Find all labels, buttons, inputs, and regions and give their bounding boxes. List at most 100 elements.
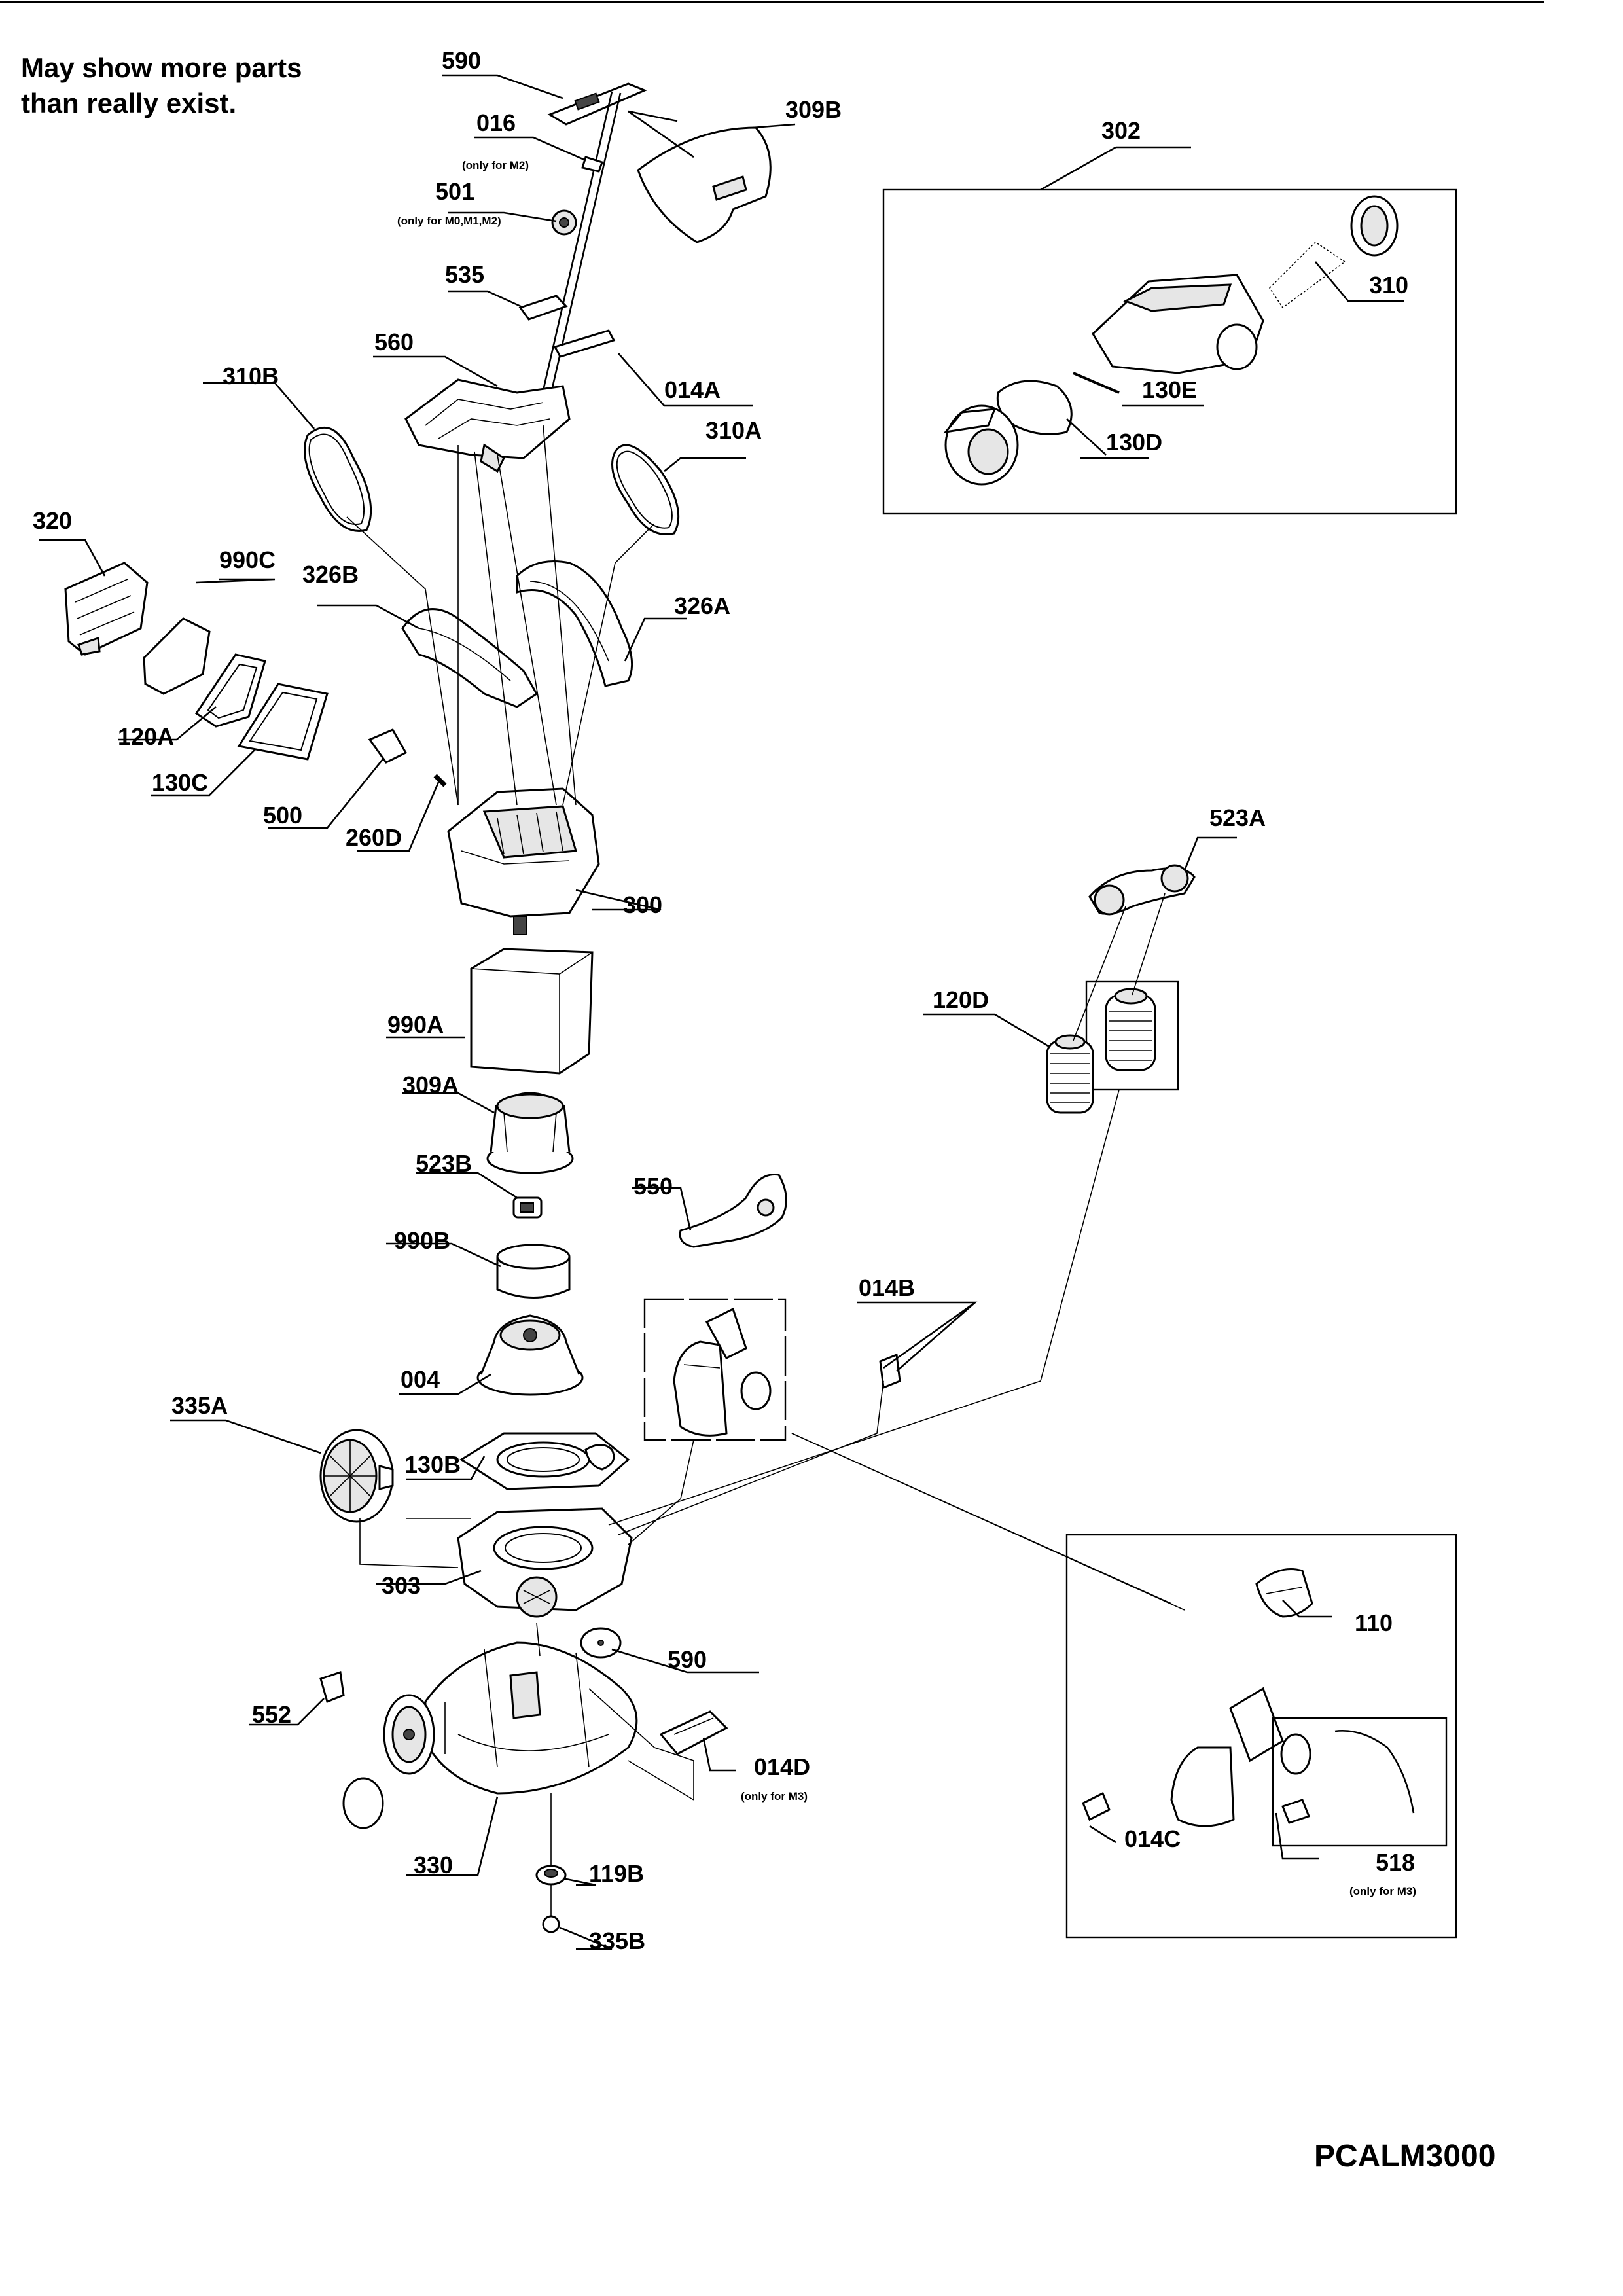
label-130d: 130D [1106, 429, 1162, 456]
label-550: 550 [633, 1173, 673, 1200]
label-501: 501 [435, 178, 474, 205]
label-560: 560 [374, 329, 414, 355]
note-line-1: May show more parts [21, 52, 302, 83]
label-309a: 309A [402, 1071, 459, 1098]
label-303: 303 [382, 1572, 421, 1599]
label-014c: 014C [1124, 1825, 1181, 1852]
part-326a-duct [516, 560, 633, 687]
part-014b-bracket [879, 1353, 901, 1390]
label-014d: 014D [754, 1753, 810, 1780]
part-309a-motor-cap [486, 1092, 574, 1174]
part-014a-pcb [553, 329, 616, 358]
label-016-note: (only for M2) [462, 159, 529, 171]
assembly-lines [346, 425, 1185, 1916]
part-cyclone-detail [1170, 1687, 1311, 1827]
part-326b-duct [401, 608, 538, 708]
label-518: 518 [1376, 1849, 1415, 1876]
part-335a-fan-wheel [319, 1429, 394, 1523]
label-590-top: 590 [442, 47, 481, 74]
label-309b: 309B [785, 96, 842, 123]
assembly-302-box [882, 188, 1457, 515]
part-535-bracket [518, 295, 568, 321]
leader-lines [39, 74, 1404, 1950]
part-303-base-plate [457, 1507, 633, 1618]
label-300: 300 [623, 891, 662, 918]
label-990c: 990C [219, 547, 276, 573]
document-code: PCALM3000 [1314, 2139, 1495, 2174]
label-330: 330 [414, 1852, 453, 1878]
part-550-cover [679, 1173, 787, 1248]
label-320: 320 [33, 507, 72, 534]
label-326a: 326A [674, 592, 730, 619]
part-320-filter-holder [64, 562, 149, 656]
part-501-switch [551, 209, 577, 236]
label-518-note: (only for M3) [1349, 1885, 1416, 1897]
label-120d: 120D [933, 986, 989, 1013]
part-310-spray [1269, 195, 1399, 309]
part-523b-bushing [512, 1196, 543, 1219]
label-310b: 310B [223, 363, 279, 389]
part-wheel-cap [342, 1777, 384, 1829]
part-335b-ball [542, 1915, 560, 1933]
label-335b: 335B [589, 1928, 645, 1954]
label-120a: 120A [118, 723, 174, 750]
part-110-clip [1255, 1568, 1313, 1618]
label-501-note: (only for M0,M1,M2) [397, 215, 501, 227]
filter-120d-box [1085, 980, 1179, 1091]
label-130b: 130B [404, 1451, 461, 1478]
part-120d-filter-a [1046, 1034, 1094, 1114]
label-990b: 990B [394, 1227, 450, 1254]
part-990b-ring [496, 1244, 571, 1299]
part-500-latch [368, 728, 408, 764]
label-130c: 130C [152, 769, 208, 796]
label-016: 016 [476, 109, 516, 136]
label-990a: 990A [387, 1011, 444, 1038]
label-110: 110 [1355, 1609, 1393, 1636]
part-302-handle-body [1092, 274, 1264, 374]
label-590-bottom: 590 [668, 1646, 707, 1673]
part-130e-wire [1073, 372, 1120, 394]
part-260d-pin [433, 774, 447, 787]
label-119b: 119B [589, 1860, 644, 1887]
label-014b: 014B [859, 1274, 915, 1301]
label-310: 310 [1369, 272, 1408, 298]
part-016-clip [581, 156, 603, 173]
part-014c-board [1082, 1791, 1111, 1821]
assembly-bottom-right-box [1065, 1534, 1457, 1939]
part-cyclone-assembly [673, 1307, 772, 1437]
part-523a-filter-cap [1088, 864, 1196, 916]
label-004: 004 [401, 1366, 440, 1393]
label-335a: 335A [171, 1392, 228, 1419]
part-330-body-shell [424, 1641, 638, 1795]
note-line-2: than really exist. [21, 88, 236, 118]
part-990a-foam-block [470, 948, 594, 1075]
part-130c-filter [237, 683, 329, 761]
label-130e: 130E [1142, 376, 1197, 403]
part-119b-caster [535, 1865, 567, 1886]
part-120d-filter-b [1105, 988, 1156, 1071]
label-523a: 523A [1209, 804, 1266, 831]
label-310a: 310A [705, 417, 762, 444]
label-302: 302 [1101, 117, 1141, 144]
part-518-cable [1281, 1730, 1415, 1824]
label-535: 535 [445, 261, 484, 288]
part-310a-gasket [611, 444, 680, 535]
part-552-wheel [319, 1671, 435, 1775]
part-310b-gasket [304, 426, 372, 532]
label-523b: 523B [416, 1150, 472, 1177]
part-590-top-grip [547, 82, 647, 126]
part-518-box [1272, 1717, 1448, 1847]
part-130b-gasket-plate [459, 1432, 630, 1490]
part-004-motor [476, 1314, 584, 1396]
part-590-disc [580, 1627, 622, 1659]
label-014a: 014A [664, 376, 721, 403]
part-300-main-housing [447, 787, 600, 935]
part-302-end-cap [943, 404, 1019, 486]
cyclone-box [643, 1298, 787, 1441]
label-014d-note: (only for M3) [741, 1790, 808, 1803]
part-990c-foam [143, 617, 211, 695]
part-560-top-frame [404, 378, 571, 473]
part-014d-board [659, 1710, 728, 1755]
label-500: 500 [263, 802, 302, 829]
